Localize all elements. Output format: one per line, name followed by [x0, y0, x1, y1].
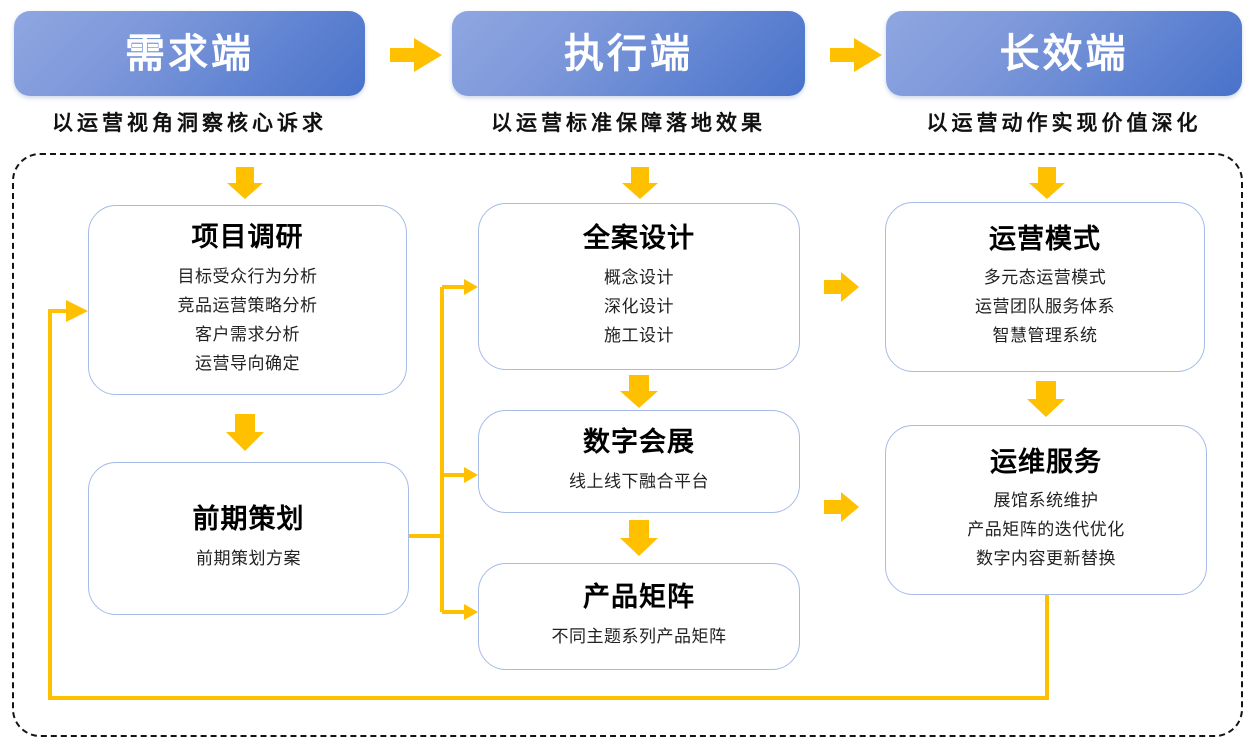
flow-box-item: 前期策划方案: [196, 548, 301, 569]
flow-box-item: 目标受众行为分析: [177, 266, 318, 287]
flow-box-operation-maintenance: 运维服务 展馆系统维护 产品矩阵的迭代优化 数字内容更新替换: [885, 425, 1207, 595]
stage-header-longterm: 长效端: [886, 11, 1242, 96]
flow-box-item: 智慧管理系统: [992, 326, 1098, 347]
flow-box-preliminary-planning: 前期策划 前期策划方案: [88, 462, 409, 615]
flow-box-item: 多元态运营模式: [983, 268, 1107, 289]
flow-box-item: 运营团队服务体系: [975, 297, 1115, 318]
flow-box-operation-model: 运营模式 多元态运营模式 运营团队服务体系 智慧管理系统: [885, 202, 1205, 372]
flow-box-item-list: 前期策划方案: [196, 545, 301, 574]
flow-box-item-list: 线上线下融合平台: [569, 468, 709, 497]
stage-subtitle-longterm: 以运营动作实现价值深化: [926, 111, 1202, 135]
stage-arrow-right-icon: [390, 38, 442, 72]
stage-title: 长效端: [999, 30, 1129, 77]
flow-box-item: 客户需求分析: [195, 324, 300, 345]
stage-subtitle-demand: 以运营视角洞察核心诉求: [52, 111, 327, 135]
flow-box-item: 产品矩阵的迭代优化: [967, 520, 1125, 541]
flow-box-full-case-design: 全案设计 概念设计 深化设计 施工设计: [478, 203, 800, 370]
flow-box-title: 全案设计: [583, 223, 695, 255]
flow-box-product-matrix: 产品矩阵 不同主题系列产品矩阵: [478, 563, 800, 670]
flow-box-item: 竞品运营策略分析: [177, 295, 318, 316]
stage-subtitle-execution: 以运营标准保障落地效果: [491, 111, 766, 135]
flow-box-item: 运营导向确定: [195, 353, 300, 374]
flow-box-title: 产品矩阵: [583, 582, 695, 614]
flow-box-item: 概念设计: [604, 267, 674, 288]
flow-box-title: 项目调研: [191, 222, 304, 254]
stage-header-demand: 需求端: [14, 11, 365, 96]
flow-box-item-list: 展馆系统维护 产品矩阵的迭代优化 数字内容更新替换: [967, 487, 1125, 574]
flow-box-item: 施工设计: [604, 325, 674, 346]
flow-box-title: 运维服务: [990, 446, 1102, 478]
flow-box-title: 运营模式: [989, 223, 1101, 255]
flow-box-digital-exhibition: 数字会展 线上线下融合平台: [478, 410, 800, 513]
stage-header-execution: 执行端: [452, 11, 805, 96]
stage-arrow-right-icon: [830, 38, 882, 72]
flow-box-title: 前期策划: [192, 504, 305, 536]
flow-box-title: 数字会展: [583, 427, 695, 459]
flow-box-item-list: 目标受众行为分析 竞品运营策略分析 客户需求分析 运营导向确定: [178, 263, 318, 379]
flow-box-item-list: 不同主题系列产品矩阵: [552, 623, 727, 652]
flow-box-item: 数字内容更新替换: [976, 549, 1116, 570]
flow-box-item-list: 概念设计 深化设计 施工设计: [604, 264, 674, 351]
flow-box-project-research: 项目调研 目标受众行为分析 竞品运营策略分析 客户需求分析 运营导向确定: [88, 205, 407, 395]
stage-title: 需求端: [125, 30, 254, 77]
flow-box-item: 不同主题系列产品矩阵: [551, 626, 727, 647]
process-container: [12, 153, 1243, 737]
flow-box-item: 深化设计: [604, 296, 674, 317]
stage-title: 执行端: [564, 30, 693, 77]
flow-box-item-list: 多元态运营模式 运营团队服务体系 智慧管理系统: [975, 264, 1115, 351]
flow-box-item: 展馆系统维护: [993, 491, 1099, 512]
flow-box-item: 线上线下融合平台: [569, 471, 709, 492]
